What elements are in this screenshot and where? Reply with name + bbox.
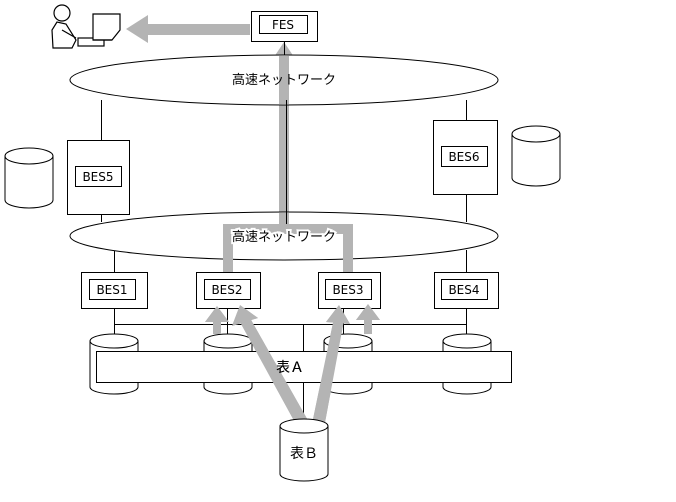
fes-label: FES	[272, 18, 294, 32]
flow-fes-to-user-head	[126, 15, 148, 43]
flow-to-fes	[279, 58, 289, 234]
table-b-disk	[279, 418, 329, 482]
bes4-node: BES4	[434, 272, 499, 309]
bes3-label: BES3	[332, 283, 363, 297]
bes1-label: BES1	[96, 283, 127, 297]
network-mid-label: 高速ネットワーク	[232, 229, 336, 245]
arrow-stubs	[223, 256, 353, 272]
bes6-disk	[511, 125, 561, 187]
table-b-label: 表Ｂ	[290, 446, 318, 462]
network-top-label: 高速ネットワーク	[232, 72, 336, 88]
bes2-label: BES2	[211, 283, 242, 297]
table-a: 表Ａ	[96, 351, 512, 383]
connector-lines	[101, 42, 467, 422]
table-a-label: 表Ａ	[276, 360, 304, 376]
bes5-label: BES5	[82, 170, 113, 184]
flow-fes-to-user	[146, 24, 250, 35]
network-mid: 高速ネットワーク	[69, 211, 499, 262]
fes-node: FES	[251, 11, 318, 42]
bes2-node: BES2	[196, 272, 261, 309]
bes5-node: BES5	[67, 140, 130, 215]
table-a-label-overlay: 表Ａ	[276, 360, 304, 376]
network-top: 高速ネットワーク	[69, 54, 499, 106]
bes1-node: BES1	[81, 272, 148, 309]
bes6-node: BES6	[433, 120, 498, 195]
bes4-label: BES4	[448, 283, 479, 297]
bes3-node: BES3	[318, 272, 381, 309]
bes6-label: BES6	[448, 150, 479, 164]
bes5-disk	[4, 147, 54, 209]
user-at-terminal-icon	[51, 4, 121, 49]
flow-over-table-a	[205, 304, 380, 428]
